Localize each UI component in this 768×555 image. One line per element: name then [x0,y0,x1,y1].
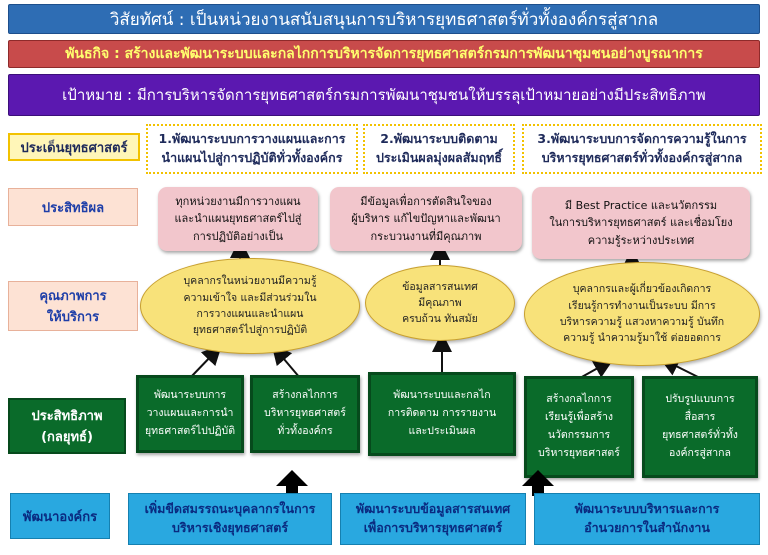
org-development-box-1-text: เพิ่มขีดสมรรถนะบุคลากรในการ บริหารเชิงยุ… [144,501,316,535]
strategy-box-3: พัฒนาระบบและกลไก การติดตาม การรายงาน และ… [368,372,516,456]
arrow-strat4-quality3 [579,359,614,379]
effectiveness-box-1: ทุกหน่วยงานมีการวางแผน และนำแผนยุทธศาสตร… [158,187,318,251]
vision-text: วิสัยทัศน์ : เป็นหน่วยงานสนับสนุนการบริห… [109,9,659,30]
strategic-issue-1: 1.พัฒนาระบบการวางแผนและการ นำแผนไปสู่การ… [146,124,358,174]
org-development-box-1: เพิ่มขีดสมรรถนะบุคลากรในการ บริหารเชิงยุ… [128,493,332,545]
strategy-box-4: สร้างกลไกการ เรียนรู้เพื่อสร้าง นวัตกรรม… [524,376,634,478]
strategic-issue-1-text: 1.พัฒนาระบบการวางแผนและการ นำแผนไปสู่การ… [158,131,346,165]
block-arrow-up-2 [522,470,554,496]
arrow-strat5-quality3 [659,357,701,379]
strategy-box-5-text: ปรับรูปแบบการ สื่อสาร ยุทธศาสตร์ทั่วทั้ง… [662,393,738,459]
quality-oval-1-text: บุคลากรในหน่วยงานมีความรู้ ความเข้าใจ แล… [183,275,317,337]
strategy-box-1-text: พัฒนาระบบการ วางแผนและการนำ ยุทธศาสตร์ไป… [144,389,236,437]
strategic-issues-label: ประเด็นยุทธศาสตร์ [8,133,140,161]
block-arrow-up-1 [276,470,308,496]
strategic-issue-3-text: 3.พัฒนาระบบการจัดการความรู้ในการ บริหารย… [537,131,747,165]
quality-oval-2-text: ข้อมูลสารสนเทศ มีคุณภาพ ครบถ้วน ทันสมัย [402,280,478,326]
org-development-box-3-text: พัฒนาระบบบริหารและการ อำนวยการในสำนักงาน [574,501,720,535]
strategy-box-4-text: สร้างกลไกการ เรียนรู้เพื่อสร้าง นวัตกรรม… [538,393,620,459]
strategic-issues-label-text: ประเด็นยุทธศาสตร์ [20,140,128,156]
strategy-box-2-text: สร้างกลไกการ บริหารยุทธศาสตร์ ทั่วทั้งอง… [264,389,346,437]
effectiveness-box-1-text: ทุกหน่วยงานมีการวางแผน และนำแผนยุทธศาสตร… [174,195,302,243]
quality-oval-3: บุคลากรและผู้เกี่ยวข้องเกิดการ เรียนรู้ก… [524,262,760,366]
strategy-box-1: พัฒนาระบบการ วางแผนและการนำ ยุทธศาสตร์ไป… [136,375,244,453]
strategy-box-5: ปรับรูปแบบการ สื่อสาร ยุทธศาสตร์ทั่วทั้ง… [642,376,758,478]
org-development-box-3: พัฒนาระบบบริหารและการ อำนวยการในสำนักงาน [534,493,760,545]
quality-oval-2: ข้อมูลสารสนเทศ มีคุณภาพ ครบถ้วน ทันสมัย [365,265,515,341]
arrow-strat1-quality1 [189,344,222,379]
org-development-label: พัฒนาองค์กร [10,493,110,539]
effectiveness-label: ประสิทธิผล [8,188,138,226]
quality-oval-1: บุคลากรในหน่วยงานมีความรู้ ความเข้าใจ แล… [140,258,360,354]
efficiency-label-text: ประสิทธิภาพ (กลยุทธ์) [31,409,103,445]
strategic-issue-2: 2.พัฒนาระบบติดตาม ประเมินผลมุ่งผลสัมฤทธิ… [363,124,515,174]
org-development-box-2-text: พัฒนาระบบข้อมูลสารสนเทศ เพื่อการบริหารยุ… [355,501,511,535]
quality-oval-3-text: บุคลากรและผู้เกี่ยวข้องเกิดการ เรียนรู้ก… [559,283,725,345]
goal-banner: เป้าหมาย : มีการบริหารจัดการยุทธศาสตร์กร… [8,74,760,116]
goal-text: เป้าหมาย : มีการบริหารจัดการยุทธศาสตร์กร… [62,86,706,104]
vision-banner: วิสัยทัศน์ : เป็นหน่วยงานสนับสนุนการบริห… [8,4,760,34]
org-development-box-2: พัฒนาระบบข้อมูลสารสนเทศ เพื่อการบริหารยุ… [340,493,526,545]
efficiency-label: ประสิทธิภาพ (กลยุทธ์) [8,398,126,454]
strategy-box-3-text: พัฒนาระบบและกลไก การติดตาม การรายงาน และ… [387,389,497,437]
strategy-box-2: สร้างกลไกการ บริหารยุทธศาสตร์ ทั่วทั้งอง… [250,375,360,453]
mission-banner: พันธกิจ : สร้างและพัฒนาระบบและกลไกการบริ… [8,40,760,68]
mission-text: พันธกิจ : สร้างและพัฒนาระบบและกลไกการบริ… [65,46,703,62]
effectiveness-box-3: มี Best Practice และนวัตกรรม ในการบริหาร… [532,187,750,259]
service-quality-label-text: คุณภาพการ ให้บริการ [39,289,107,325]
effectiveness-label-text: ประสิทธิผล [41,200,105,216]
strategic-issue-2-text: 2.พัฒนาระบบติดตาม ประเมินผลมุ่งผลสัมฤทธิ… [375,131,503,165]
effectiveness-box-3-text: มี Best Practice และนวัตกรรม ในการบริหาร… [549,199,733,247]
strategic-issue-3: 3.พัฒนาระบบการจัดการความรู้ในการ บริหารย… [522,124,762,174]
effectiveness-box-2: มีข้อมูลเพื่อการตัดสินใจของ ผู้บริหาร แก… [330,187,522,251]
service-quality-label: คุณภาพการ ให้บริการ [8,281,138,331]
arrow-strat2-quality1 [271,344,301,379]
org-development-label-text: พัฒนาองค์กร [22,509,98,525]
effectiveness-box-2-text: มีข้อมูลเพื่อการตัดสินใจของ ผู้บริหาร แก… [351,195,501,243]
